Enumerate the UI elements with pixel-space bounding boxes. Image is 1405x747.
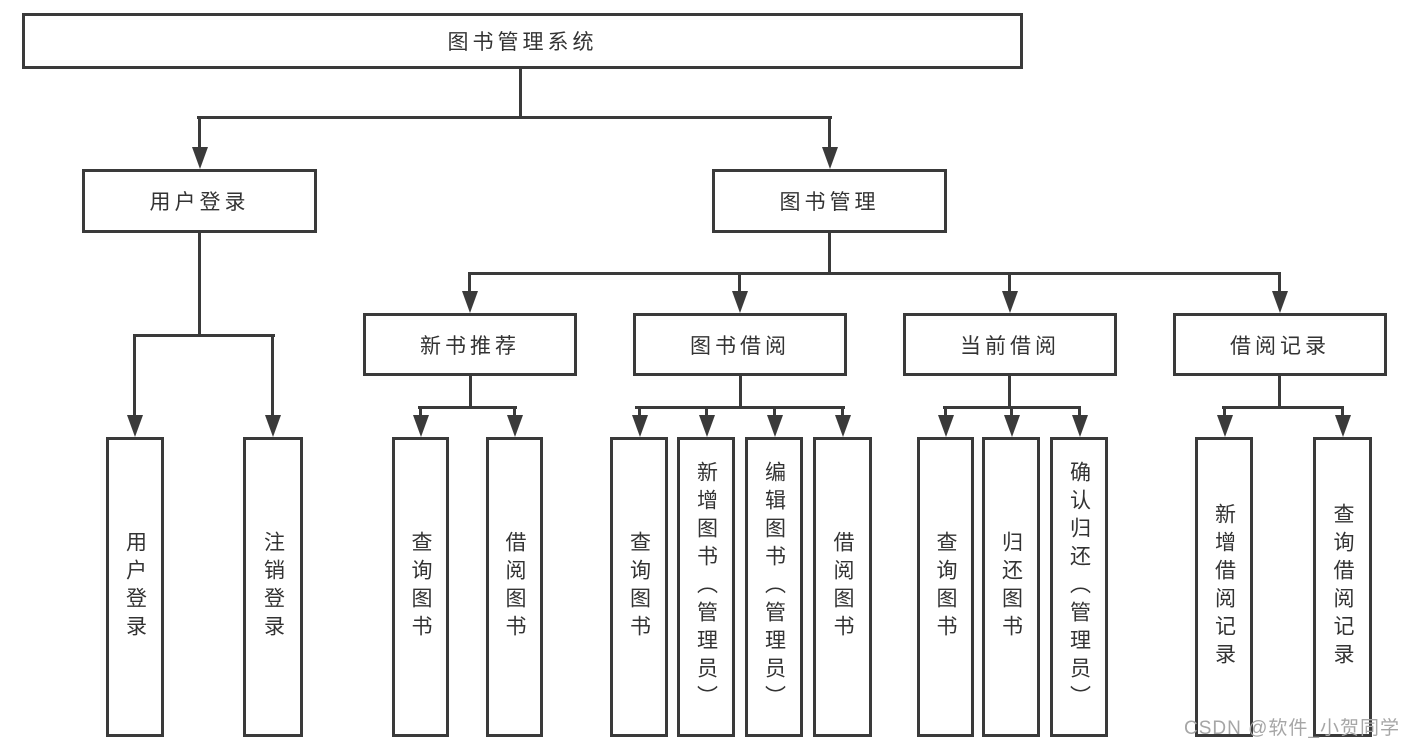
arrow-to-query-books-3 [937, 406, 954, 437]
leaf-borrow-books-2: 借阅图书 [813, 437, 872, 737]
node-label: 查询图书 [627, 531, 651, 643]
leaf-user-login: 用户登录 [106, 437, 164, 737]
arrow-to-query-books-1 [412, 406, 429, 437]
arrow-to-borrow-books-2 [834, 406, 851, 437]
connector-borrowing-bus [635, 406, 845, 409]
connector-current-stub [1008, 375, 1011, 408]
node-label: 查询图书 [409, 531, 432, 643]
watermark: CSDN @软件_小贺同学 [1184, 718, 1400, 739]
node-label: 当前借阅 [960, 334, 1060, 358]
leaf-query-books-3: 查询图书 [917, 437, 974, 737]
leaf-add-borrow-record: 新增借阅记录 [1195, 437, 1253, 737]
node-borrowing-records: 借阅记录 [1173, 313, 1387, 376]
node-new-book-recommend: 新书推荐 [363, 313, 577, 376]
leaf-add-book-admin: 新增图书（管理员） [677, 437, 735, 737]
node-label: 确认归还（管理员） [1067, 461, 1091, 713]
node-book-borrowing: 图书借阅 [633, 313, 847, 376]
connector-userlogin-stub [198, 232, 201, 336]
arrow-to-new-book-recommend [461, 272, 478, 313]
arrow-to-book-management [821, 116, 838, 169]
arrow-to-borrow-books-1 [506, 406, 523, 437]
connector-root-bus [197, 116, 832, 119]
node-label: 借阅记录 [1230, 334, 1330, 358]
node-book-management: 图书管理 [712, 169, 947, 233]
connector-recommend-bus [418, 406, 517, 409]
node-label: 查询借阅记录 [1331, 503, 1354, 671]
arrow-to-edit-book [766, 406, 783, 437]
node-library-system: 图书管理系统 [22, 13, 1023, 69]
arrow-to-user-login [191, 116, 208, 169]
node-label: 用户登录 [123, 531, 147, 643]
node-label: 用户登录 [149, 191, 250, 214]
arrow-to-leaf-logout [264, 334, 281, 437]
arrow-to-leaf-user-login [126, 334, 143, 437]
node-label: 图书借阅 [690, 334, 790, 358]
arrow-to-query-books-2 [631, 406, 648, 437]
node-label: 归还图书 [999, 531, 1023, 643]
connector-records-stub [1278, 375, 1281, 408]
connector-root-stub [519, 68, 522, 118]
connector-borrowing-stub [739, 375, 742, 408]
arrow-to-current-borrowing [1001, 272, 1018, 313]
arrow-to-add-book [698, 406, 715, 437]
node-label: 编辑图书（管理员） [762, 461, 786, 713]
connector-records-bus [1222, 406, 1344, 409]
connector-recommend-stub [469, 375, 472, 408]
node-label: 新增图书（管理员） [694, 461, 718, 713]
node-label: 查询图书 [934, 531, 957, 643]
node-label: 新书推荐 [420, 334, 520, 358]
node-current-borrowing: 当前借阅 [903, 313, 1117, 376]
leaf-return-books: 归还图书 [982, 437, 1040, 737]
leaf-confirm-return-admin: 确认归还（管理员） [1050, 437, 1108, 737]
node-label: 借阅图书 [503, 531, 526, 643]
node-label: 新增借阅记录 [1212, 503, 1236, 671]
leaf-borrow-books-1: 借阅图书 [486, 437, 543, 737]
leaf-query-borrow-record: 查询借阅记录 [1313, 437, 1372, 737]
node-label: 借阅图书 [831, 531, 854, 643]
connector-bookmgmt-stub [828, 232, 831, 274]
arrow-to-book-borrowing [731, 272, 748, 313]
leaf-edit-book-admin: 编辑图书（管理员） [745, 437, 803, 737]
node-label: 图书管理 [779, 191, 880, 214]
arrow-to-add-borrow-record [1216, 406, 1233, 437]
arrow-to-return-books [1003, 406, 1020, 437]
connector-userlogin-bus [133, 334, 275, 337]
connector-bookmgmt-bus [468, 272, 1281, 275]
leaf-query-books-1: 查询图书 [392, 437, 449, 737]
arrow-to-confirm-return [1071, 406, 1088, 437]
node-label: 图书管理系统 [447, 31, 598, 54]
arrow-to-query-borrow-record [1334, 406, 1351, 437]
node-label: 注销登录 [261, 531, 285, 643]
node-user-login: 用户登录 [82, 169, 317, 233]
leaf-logout: 注销登录 [243, 437, 303, 737]
arrow-to-borrowing-records [1271, 272, 1288, 313]
leaf-query-books-2: 查询图书 [610, 437, 668, 737]
